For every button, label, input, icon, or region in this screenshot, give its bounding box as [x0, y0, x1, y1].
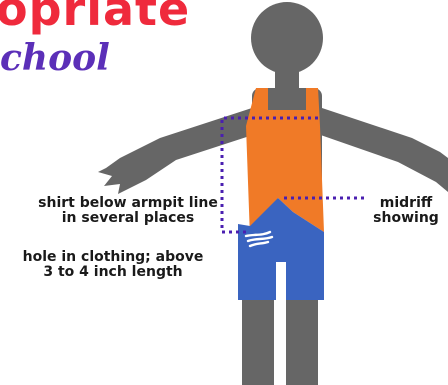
annotation-hole: hole in clothing; above 3 to 4 inch leng… [4, 250, 222, 280]
annotation-armpit: shirt below armpit line in several place… [28, 196, 228, 226]
figure-left-leg [242, 296, 274, 385]
title-sub: chool [0, 40, 110, 76]
figure-right-arm [312, 106, 448, 192]
title-main: opriate [0, 0, 190, 32]
figure-left-arm [98, 106, 262, 194]
figure-right-leg [286, 296, 318, 385]
figure-head [251, 2, 323, 74]
annotation-midriff: midriff showing [360, 196, 448, 226]
